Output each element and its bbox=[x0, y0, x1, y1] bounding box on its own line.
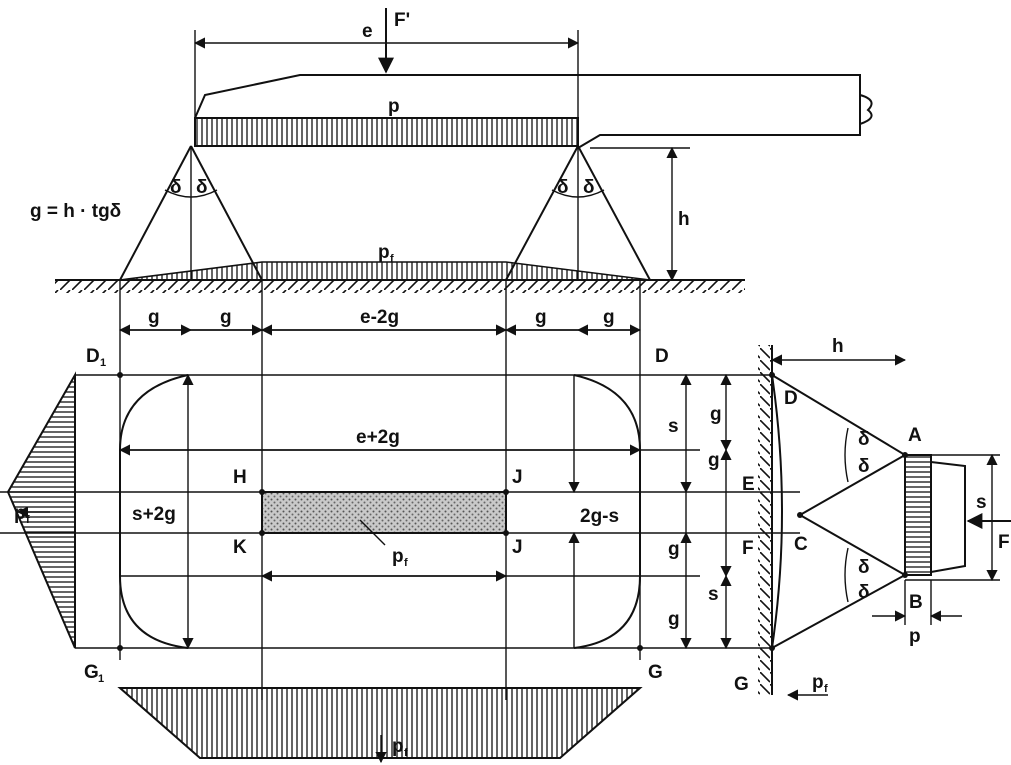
label-pf-bottom-sub: f bbox=[404, 747, 408, 759]
contact-area-pf bbox=[261, 491, 507, 534]
label-2g-minus-s: 2g-s bbox=[580, 506, 619, 527]
side-contact-pressure-p bbox=[904, 454, 932, 576]
point-b: B bbox=[909, 592, 923, 613]
label-pf-plan-sub: f bbox=[404, 557, 408, 569]
ground-pressure-pf bbox=[119, 261, 651, 281]
label-s-2: s bbox=[708, 584, 719, 605]
side-section-view: h δ δ δ δ s F p A B C D E bbox=[734, 336, 1011, 701]
contact-pressure-p bbox=[194, 117, 579, 147]
label-g-8: g bbox=[708, 450, 720, 471]
point-g-section: G bbox=[734, 674, 749, 695]
label-e-minus-2g: e-2g bbox=[360, 307, 399, 328]
label-g-6: g bbox=[668, 609, 680, 630]
label-p: p bbox=[388, 96, 400, 117]
label-delta-6: δ bbox=[858, 456, 870, 477]
label-h-elevation: h bbox=[678, 209, 690, 230]
point-d-section: D bbox=[784, 388, 798, 409]
label-e: e bbox=[362, 21, 373, 42]
ground-surface bbox=[55, 280, 745, 293]
formula-g: g = h · tgδ bbox=[30, 201, 121, 222]
label-p-section: p bbox=[909, 626, 921, 647]
point-d1: D bbox=[86, 346, 100, 367]
label-delta-4: δ bbox=[583, 177, 595, 198]
label-pf-bottom: p bbox=[392, 736, 404, 757]
label-g-4: g bbox=[603, 307, 615, 328]
label-f-prime: F' bbox=[394, 10, 410, 31]
point-a: A bbox=[908, 425, 922, 446]
point-h: H bbox=[233, 467, 247, 488]
point-g: G bbox=[648, 662, 663, 683]
label-pf-section: p bbox=[812, 672, 824, 693]
label-f: F bbox=[998, 532, 1010, 553]
label-g-7: g bbox=[710, 404, 722, 425]
label-delta-5: δ bbox=[858, 429, 870, 450]
label-delta-3: δ bbox=[557, 177, 569, 198]
vehicle-break-line bbox=[859, 75, 873, 135]
label-pf-left-sub: f bbox=[26, 514, 30, 526]
label-delta-1: δ bbox=[170, 177, 182, 198]
label-g-1: g bbox=[148, 307, 160, 328]
point-e: E bbox=[742, 474, 755, 495]
label-pf-elevation-sub: f bbox=[390, 253, 394, 265]
label-pf-left: p bbox=[14, 503, 26, 524]
elevation-view: e F' p δ δ δ δ h g = h · tgδ p f bbox=[30, 8, 873, 700]
plan-view: e+2g s+2g 2g-s p f H J K J D 1 G 1 D G bbox=[0, 346, 800, 764]
label-pf-section-sub: f bbox=[824, 683, 828, 695]
label-s-plus-2g: s+2g bbox=[132, 504, 176, 525]
point-k: K bbox=[233, 537, 247, 558]
label-g-5: g bbox=[668, 539, 680, 560]
point-d: D bbox=[655, 346, 669, 367]
label-s-1: s bbox=[668, 416, 679, 437]
label-delta-2: δ bbox=[196, 177, 208, 198]
label-s-section: s bbox=[976, 492, 987, 513]
label-e-plus-2g: e+2g bbox=[356, 427, 400, 448]
wall-pressure-curve bbox=[771, 374, 783, 649]
label-h-section: h bbox=[832, 336, 844, 357]
point-f: F bbox=[742, 538, 754, 559]
pressure-contour bbox=[119, 374, 641, 649]
label-pf-elevation: p bbox=[378, 242, 390, 263]
vehicle-side-outline bbox=[930, 461, 966, 573]
side-pressure-bottom bbox=[117, 687, 643, 759]
retaining-wall bbox=[758, 345, 772, 695]
point-d1-sub: 1 bbox=[100, 357, 106, 369]
point-g1: G bbox=[84, 662, 99, 683]
point-j-bottom: J bbox=[512, 537, 523, 558]
point-g1-sub: 1 bbox=[98, 673, 104, 685]
label-g-2: g bbox=[220, 307, 232, 328]
label-delta-7: δ bbox=[858, 557, 870, 578]
label-pf-plan: p bbox=[392, 546, 404, 567]
point-j-top: J bbox=[512, 467, 523, 488]
point-c: C bbox=[794, 534, 808, 555]
label-g-3: g bbox=[535, 307, 547, 328]
label-delta-8: δ bbox=[858, 582, 870, 603]
